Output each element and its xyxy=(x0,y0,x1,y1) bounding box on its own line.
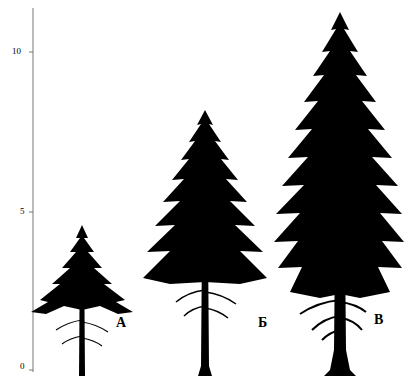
tree-letter: В xyxy=(374,313,383,327)
scale-number: 5 xyxy=(20,207,25,216)
tree-b xyxy=(143,110,267,376)
tree-letter: А xyxy=(116,316,126,330)
tree-a xyxy=(31,225,133,376)
tree-letter: Б xyxy=(258,316,267,330)
tree-c xyxy=(274,12,404,376)
scale-number: 0 xyxy=(20,362,25,371)
height-scale xyxy=(29,8,33,372)
scale-number: 10 xyxy=(12,47,21,56)
